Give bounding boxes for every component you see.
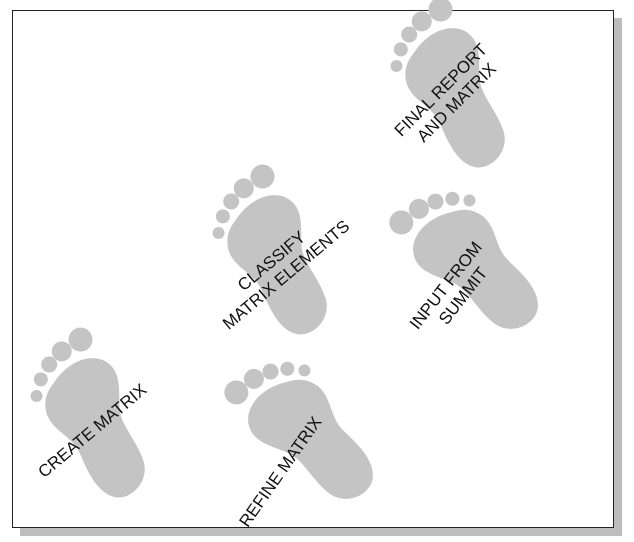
toe (41, 356, 58, 373)
footprint-refine-matrix (248, 379, 373, 499)
toe (298, 364, 311, 377)
toe (445, 191, 460, 206)
step-refine-matrix (224, 361, 373, 499)
toe (280, 361, 295, 376)
footprint-create-matrix (45, 358, 145, 498)
step-final-report-and-matrix (390, 0, 505, 168)
toe (233, 178, 254, 199)
footprint-classify-matrix-elements (227, 195, 327, 335)
toe (68, 327, 93, 352)
step-classify-matrix-elements (212, 164, 327, 335)
toe (463, 194, 476, 207)
toe (30, 390, 43, 403)
toe (33, 372, 48, 387)
toe (243, 368, 264, 389)
toe (224, 380, 249, 405)
toe (428, 0, 453, 22)
toe (393, 42, 408, 57)
toe (262, 363, 279, 380)
footprint-input-from-summit (413, 209, 538, 329)
step-input-from-summit (389, 191, 538, 329)
toe (212, 227, 225, 240)
toe (389, 210, 414, 235)
toe (390, 60, 403, 73)
toe (51, 341, 72, 362)
toe (427, 193, 444, 210)
step-create-matrix (30, 327, 145, 498)
toe (250, 164, 275, 189)
toe (215, 209, 230, 224)
toe (408, 198, 429, 219)
toe (401, 26, 418, 43)
toe (223, 193, 240, 210)
toe (411, 11, 432, 32)
footprint-final-report-and-matrix (405, 28, 505, 168)
